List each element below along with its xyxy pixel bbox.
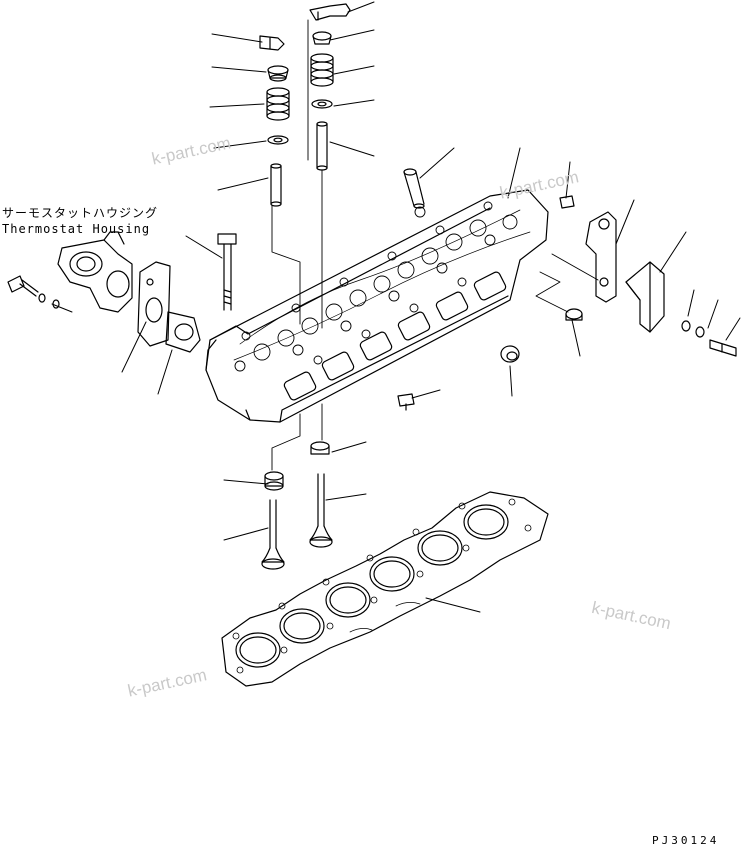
drawing-code: PJ30124 (652, 834, 720, 847)
valve-retainer-left (267, 65, 289, 82)
valve-spring-right (310, 53, 334, 87)
valve-stem-seal-left (264, 471, 284, 491)
head-gasket (221, 491, 549, 687)
thermostat-case (165, 311, 201, 353)
valve-guide-left (270, 163, 282, 207)
expansion-plug-front (500, 345, 520, 363)
valve-stem-seal-right (310, 441, 330, 455)
hanger-bolt (709, 339, 737, 357)
thermostat-gasket (137, 261, 171, 347)
lifting-hanger-angle (625, 261, 665, 333)
thermostat-housing-label-en: Thermostat Housing (2, 222, 151, 236)
assembly-paths (271, 19, 599, 471)
head-bolt (217, 233, 237, 311)
thermostat-housing (57, 231, 133, 313)
lifting-hanger-plate (585, 211, 617, 303)
hanger-lock-washer (681, 320, 691, 332)
hanger-washer (695, 326, 705, 338)
thermostat-bolt (7, 275, 39, 297)
side-plug-bolt (397, 393, 415, 411)
intake-valve (261, 499, 285, 570)
thermostat-housing-label-jp: サーモスタットハウジング (2, 206, 159, 220)
valve-collet-left (259, 35, 285, 51)
valve-spring-left (266, 87, 290, 121)
leader-lines (51, 1, 741, 613)
cylinder-head (205, 189, 549, 423)
plug-bolt-top-right (559, 195, 575, 209)
valve-guide-right (316, 121, 328, 171)
valve-retainer-right (312, 31, 332, 45)
head-dowel-pipe (403, 168, 425, 209)
expansion-plug-right (565, 308, 583, 321)
spring-seat-left (267, 135, 289, 145)
exhaust-valve (309, 473, 333, 548)
spring-seat-right (311, 99, 333, 109)
thermostat-washers (38, 293, 60, 309)
valve-collet-right (309, 3, 351, 21)
